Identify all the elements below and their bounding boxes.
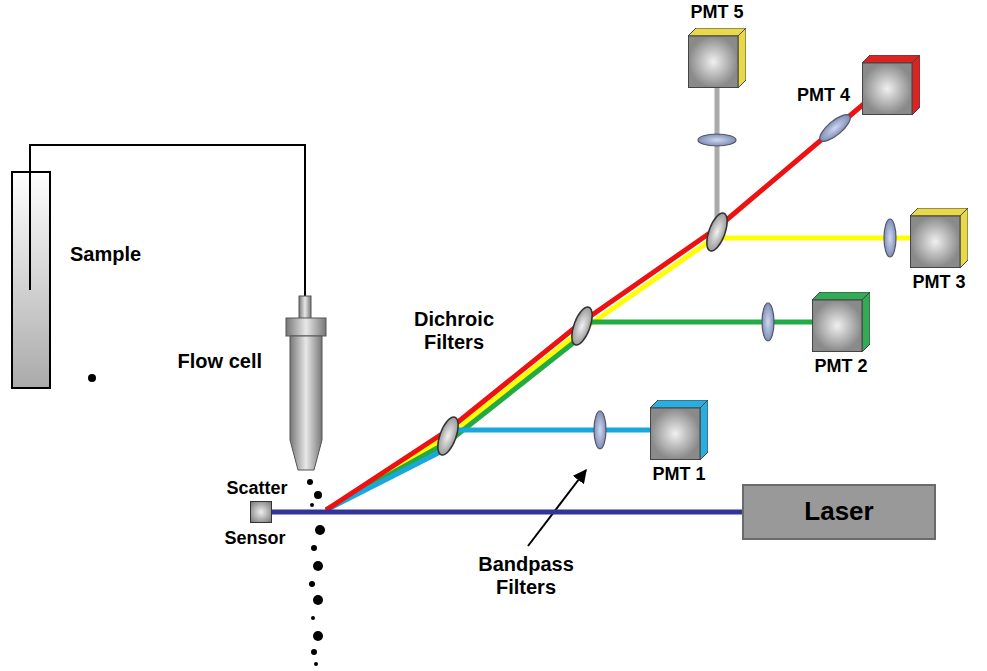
flow-cell-nozzle <box>299 296 311 320</box>
pmt-cube <box>812 292 870 352</box>
cube-side <box>912 55 920 115</box>
bandpass-filters <box>594 110 896 449</box>
cube-side <box>738 28 746 88</box>
cube-top <box>862 55 920 63</box>
dichroic-filter <box>568 304 597 347</box>
cube-front <box>651 408 701 460</box>
flow-cell-collar <box>286 318 326 336</box>
cube-side <box>700 400 708 460</box>
emission-beams <box>326 88 910 510</box>
dichroic-filter <box>434 414 463 457</box>
bandpass-lens <box>594 411 606 449</box>
red-beam <box>326 97 872 510</box>
pmt-detector: PMT 5 <box>688 28 746 88</box>
laser-beam <box>272 510 742 515</box>
device-label: PMT 4 <box>797 85 850 106</box>
gray-branch <box>715 88 720 228</box>
cube-front <box>689 36 739 88</box>
cube-side <box>862 292 870 352</box>
bandpass-lens <box>884 219 896 257</box>
pmt-cube <box>910 208 968 268</box>
green-branch <box>582 320 812 325</box>
pmt-detector: PMT 1 <box>650 400 708 460</box>
device-label: PMT 1 <box>652 464 705 485</box>
part-label: Dichroic Filters <box>398 308 510 354</box>
bandpass-lens <box>816 110 854 145</box>
box-label: Laser <box>804 497 873 527</box>
cube-side <box>960 208 968 268</box>
bandpass-lens <box>698 134 736 146</box>
part-label: Bandpass Filters <box>470 553 582 599</box>
pmt-cube <box>650 400 708 460</box>
device-label: PMT 2 <box>814 356 867 377</box>
flow-cell-body <box>290 336 322 470</box>
particle-dot <box>88 374 96 382</box>
device-label: Sensor <box>224 528 285 549</box>
cube-front <box>911 216 961 268</box>
pmt-cube <box>862 55 920 115</box>
pointer-arrow <box>528 470 586 546</box>
cube-top <box>812 292 870 300</box>
device-label: PMT 5 <box>690 2 743 23</box>
cube-top <box>688 28 746 36</box>
cube-top <box>910 208 968 216</box>
bandpass-lens <box>762 303 774 341</box>
pmt-cube <box>688 28 746 88</box>
part-label: Sample <box>70 243 141 266</box>
pmt-detector: PMT 4 <box>862 55 920 115</box>
sample-line <box>30 145 305 298</box>
cube-front <box>863 63 913 115</box>
device-label: Scatter <box>226 478 287 499</box>
dichroic-filter <box>703 210 732 253</box>
laser-box: Laser <box>742 484 936 540</box>
device-label: PMT 3 <box>912 272 965 293</box>
yellow-branch <box>717 236 910 241</box>
cube-top <box>650 400 708 408</box>
particle-stream <box>307 479 325 666</box>
pmt-detector: PMT 3 <box>910 208 968 268</box>
scatter-sensor: ScatterSensor <box>250 501 272 523</box>
pmt-detector: PMT 2 <box>812 292 870 352</box>
part-label: Flow cell <box>62 350 262 373</box>
cube-front <box>813 300 863 352</box>
blue-branch <box>448 428 650 433</box>
